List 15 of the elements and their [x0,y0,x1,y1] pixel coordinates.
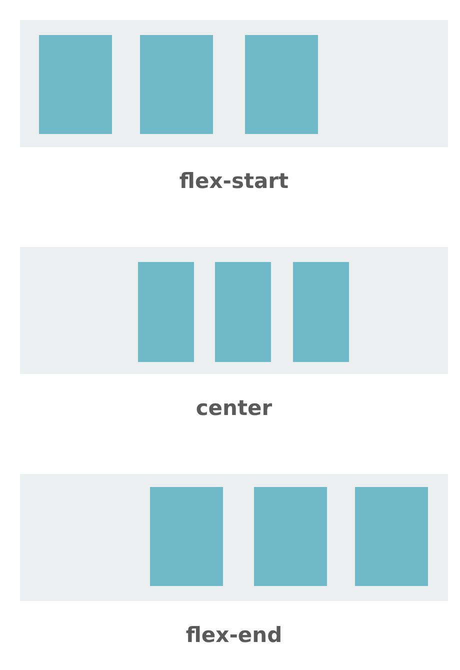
flex-container [20,20,448,147]
container-label: flex-start [178,169,290,193]
flex-item [355,487,428,586]
flex-container [20,474,448,601]
flex-item [150,487,223,586]
container-label: center [194,396,274,420]
flex-item [254,487,327,586]
flex-item [39,35,112,134]
flex-item [245,35,318,134]
flex-item [140,35,213,134]
container-label: flex-end [184,623,284,647]
flex-item [293,262,349,362]
flex-item [215,262,271,362]
flex-item [138,262,194,362]
flex-container [20,247,448,374]
